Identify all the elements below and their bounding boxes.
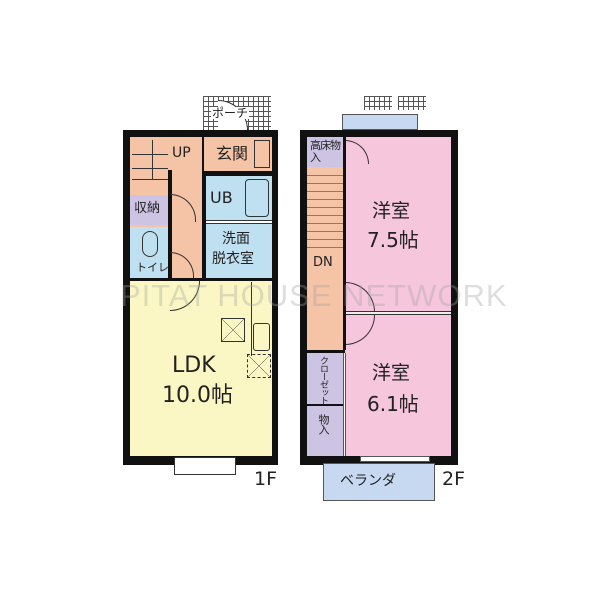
- top-railing-left: [364, 96, 392, 110]
- stairs-up-label: UP: [172, 145, 191, 161]
- room-unit-bath: [206, 176, 272, 222]
- wall: [307, 350, 345, 353]
- veranda-window: [360, 456, 430, 462]
- room-loft-storage: [307, 137, 343, 167]
- room-western-7-5: [345, 137, 451, 312]
- fridge-space: [247, 354, 271, 378]
- watermark: PITAT HOUSE NETWORK: [120, 278, 508, 313]
- room-storage-1f: [130, 195, 168, 225]
- top-balcony: [342, 114, 418, 130]
- stairs-up-lines: [132, 140, 168, 180]
- room-stairs-down: [307, 167, 343, 350]
- wall: [202, 171, 278, 176]
- wall: [343, 137, 346, 350]
- ceiling-hatch: [221, 318, 245, 342]
- toilet-label: トイレ: [136, 261, 169, 274]
- veranda-label: ベランダ: [340, 473, 396, 489]
- porch-label: ポーチ: [211, 106, 250, 120]
- western-room-b-size: 6.1帖: [367, 392, 419, 416]
- closet-sliding-door: [343, 353, 346, 456]
- washroom-label-1: 洗面: [222, 231, 250, 247]
- room-washroom: [204, 224, 272, 278]
- kitchen-sink: [253, 323, 270, 351]
- ldk-size-label: 10.0帖: [162, 383, 233, 408]
- toilet-fixture: [142, 231, 158, 257]
- room-divider: [343, 311, 451, 315]
- wall: [202, 171, 206, 278]
- top-railing-right: [398, 96, 426, 110]
- wall: [130, 278, 272, 281]
- bathtub: [245, 179, 269, 217]
- kitchen-counter: [251, 282, 271, 356]
- western-room-a-size: 7.5帖: [367, 228, 419, 252]
- room-storage-2f: [307, 406, 343, 456]
- room-closet: [307, 353, 343, 404]
- wall: [168, 170, 172, 278]
- ub-partition: [206, 220, 272, 224]
- wall: [307, 404, 343, 406]
- veranda: [323, 463, 435, 501]
- loft-storage-label: 高床物入: [310, 139, 341, 164]
- storage-2f-label: 物入: [317, 414, 330, 434]
- ldk-label: LDK: [172, 353, 216, 378]
- closet-label: クローゼット: [318, 356, 328, 404]
- unit-bath-label: UB: [210, 188, 233, 207]
- window-1f-bottom: [174, 457, 236, 475]
- entrance-label: 玄関: [216, 144, 249, 163]
- floor-label-2f: 2F: [442, 468, 466, 490]
- floor-label-1f: 1F: [254, 468, 278, 490]
- shoe-cabinet: [254, 140, 270, 168]
- western-room-b-label: 洋室: [372, 362, 411, 384]
- stairs-down-label: DN: [313, 255, 333, 270]
- washroom-label-2: 脱衣室: [212, 251, 254, 267]
- room-entrance: [204, 137, 272, 171]
- western-room-a-label: 洋室: [372, 200, 411, 222]
- storage-label: 収納: [134, 201, 161, 216]
